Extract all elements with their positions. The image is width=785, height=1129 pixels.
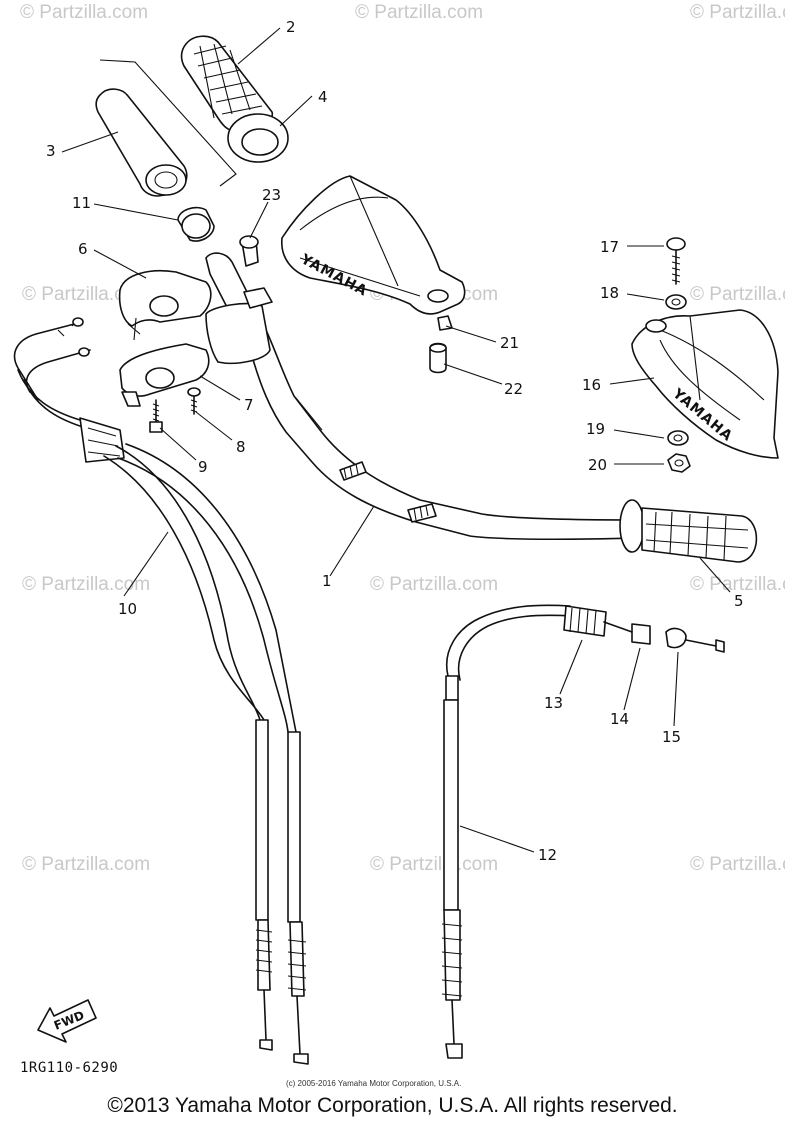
- part-7-throttle-housing-lower: [119, 343, 210, 407]
- callout-12: 12: [538, 846, 557, 864]
- callout-20: 20: [588, 456, 607, 474]
- callout-21: 21: [500, 334, 519, 352]
- callout-8: 8: [236, 438, 246, 456]
- part-14-nut: [631, 623, 651, 645]
- small-copyright: (c) 2005-2016 Yamaha Motor Corporation, …: [286, 1079, 461, 1088]
- watermark: © Partzilla.com: [690, 854, 785, 875]
- watermark: © Partzilla.com: [20, 2, 148, 23]
- callout-16: 16: [582, 376, 601, 394]
- watermark: © Partzilla.com: [22, 574, 150, 595]
- part-5-right-grip: [619, 499, 758, 563]
- watermark: © Partzilla.com: [690, 2, 785, 23]
- callout-19: 19: [586, 420, 605, 438]
- leader-lines: [61, 27, 731, 853]
- callout-10: 10: [118, 600, 137, 618]
- part-20-nut: [667, 453, 691, 473]
- part-17-bolt: [666, 237, 686, 285]
- callout-1: 1: [322, 572, 332, 590]
- part-1-handlebar: [205, 252, 641, 541]
- part-4-grip-ring: [227, 113, 289, 163]
- callout-14: 14: [610, 710, 629, 728]
- callout-2: 2: [286, 18, 296, 36]
- part-10-throttle-cables: [13, 317, 309, 1065]
- watermark: © Partzilla.com: [370, 854, 498, 875]
- part-9-screw: [149, 399, 163, 433]
- callout-4: 4: [318, 88, 328, 106]
- watermark: © Partzilla.com: [690, 574, 785, 595]
- diagram-code: 1RG110-6290: [20, 1060, 118, 1076]
- part-23-plug: [239, 235, 259, 267]
- watermark: © Partzilla.com: [370, 574, 498, 595]
- part-22-spacer: [429, 342, 447, 374]
- watermark: © Partzilla.com: [690, 284, 785, 305]
- callout-23: 23: [262, 186, 281, 204]
- watermark: © Partzilla.com: [355, 2, 483, 23]
- watermark: © Partzilla.com: [22, 284, 150, 305]
- left-handguard: YAMAHA: [281, 175, 466, 331]
- callout-13: 13: [544, 694, 563, 712]
- callout-9: 9: [198, 458, 208, 476]
- part-8-screw: [187, 387, 201, 415]
- part-16-right-handguard: YAMAHA: [631, 309, 779, 459]
- part-18-washer: [665, 294, 687, 310]
- callout-18: 18: [600, 284, 619, 302]
- callout-17: 17: [600, 238, 619, 256]
- callout-22: 22: [504, 380, 523, 398]
- callout-3: 3: [46, 142, 56, 160]
- part-3-throttle-grip: [95, 59, 237, 197]
- part-19-washer: [667, 430, 689, 446]
- watermark: © Partzilla.com: [22, 854, 150, 875]
- part-15-washer: [665, 627, 687, 649]
- part-6-throttle-housing-upper: [118, 270, 212, 341]
- callouts: 2 4 3 11 23 6 7 8 9 10 21 22 1 5 17 18 1…: [46, 18, 744, 864]
- footer-copyright: ©2013 Yamaha Motor Corporation, U.S.A. A…: [107, 1094, 678, 1117]
- callout-15: 15: [662, 728, 681, 746]
- callout-7: 7: [244, 396, 254, 414]
- fwd-arrow: FWD: [37, 999, 97, 1043]
- part-12-clutch-cable: [441, 604, 725, 1059]
- callout-5: 5: [734, 592, 744, 610]
- watermarks: © Partzilla.com © Partzilla.com © Partzi…: [20, 2, 785, 875]
- part-11-collar: [177, 206, 215, 242]
- callout-6: 6: [78, 240, 88, 258]
- callout-11: 11: [72, 194, 91, 212]
